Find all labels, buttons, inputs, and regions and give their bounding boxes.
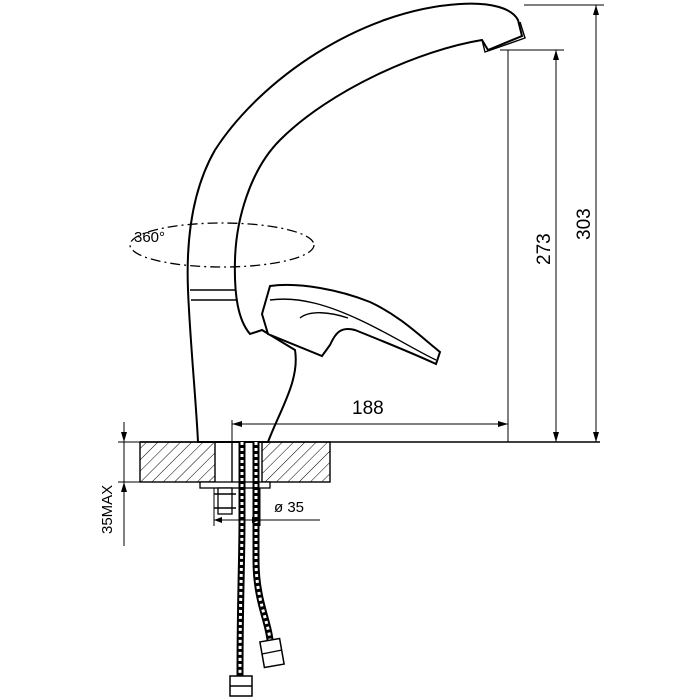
countertop [139, 441, 600, 483]
rotation-label: 360° [134, 229, 165, 246]
total-height-value: 303 [574, 208, 595, 240]
hole-diameter-value: ø 35 [274, 499, 304, 516]
faucet-handle [260, 283, 442, 366]
dimension-hole-diameter: ø 35 [213, 488, 320, 526]
spout-height-value: 273 [534, 233, 555, 265]
max-thickness-value: 35MAX [99, 485, 116, 534]
reach-value: 188 [352, 398, 384, 419]
dimension-total-height: 303 [524, 4, 604, 442]
dimension-max-thickness: 35MAX [99, 422, 140, 546]
faucet-body [186, 2, 526, 443]
dimension-reach: 188 [231, 50, 509, 442]
rotation-indicator: 360° [129, 222, 315, 268]
supply-hoses [229, 442, 285, 697]
dimension-spout-height: 273 [500, 49, 564, 442]
